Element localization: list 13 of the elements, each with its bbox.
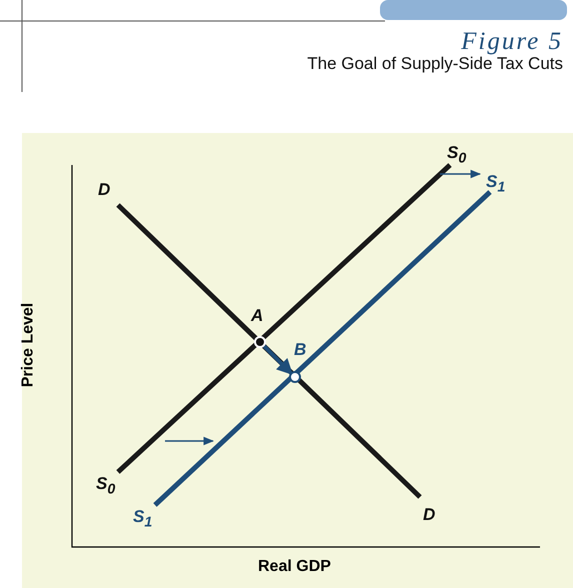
curve-label: S$_{0}$ xyxy=(447,143,466,166)
curve-label: S$_{1}$ xyxy=(486,172,506,196)
figure-title: Figure 5 xyxy=(461,28,563,56)
curve-label: S$_{0}$ xyxy=(96,474,116,498)
axis-title: Real GDP xyxy=(258,558,331,576)
curve-label: S$_{1}$ xyxy=(133,507,152,530)
arrow xyxy=(262,344,294,376)
curve-label: D xyxy=(98,180,110,200)
curve-label: D xyxy=(423,505,436,525)
axis-title: Price Level xyxy=(19,302,38,388)
figure-caption: The Goal of Supply-Side Tax Cuts xyxy=(307,54,563,74)
point-label: A xyxy=(251,306,264,326)
point-label: B xyxy=(294,340,306,360)
